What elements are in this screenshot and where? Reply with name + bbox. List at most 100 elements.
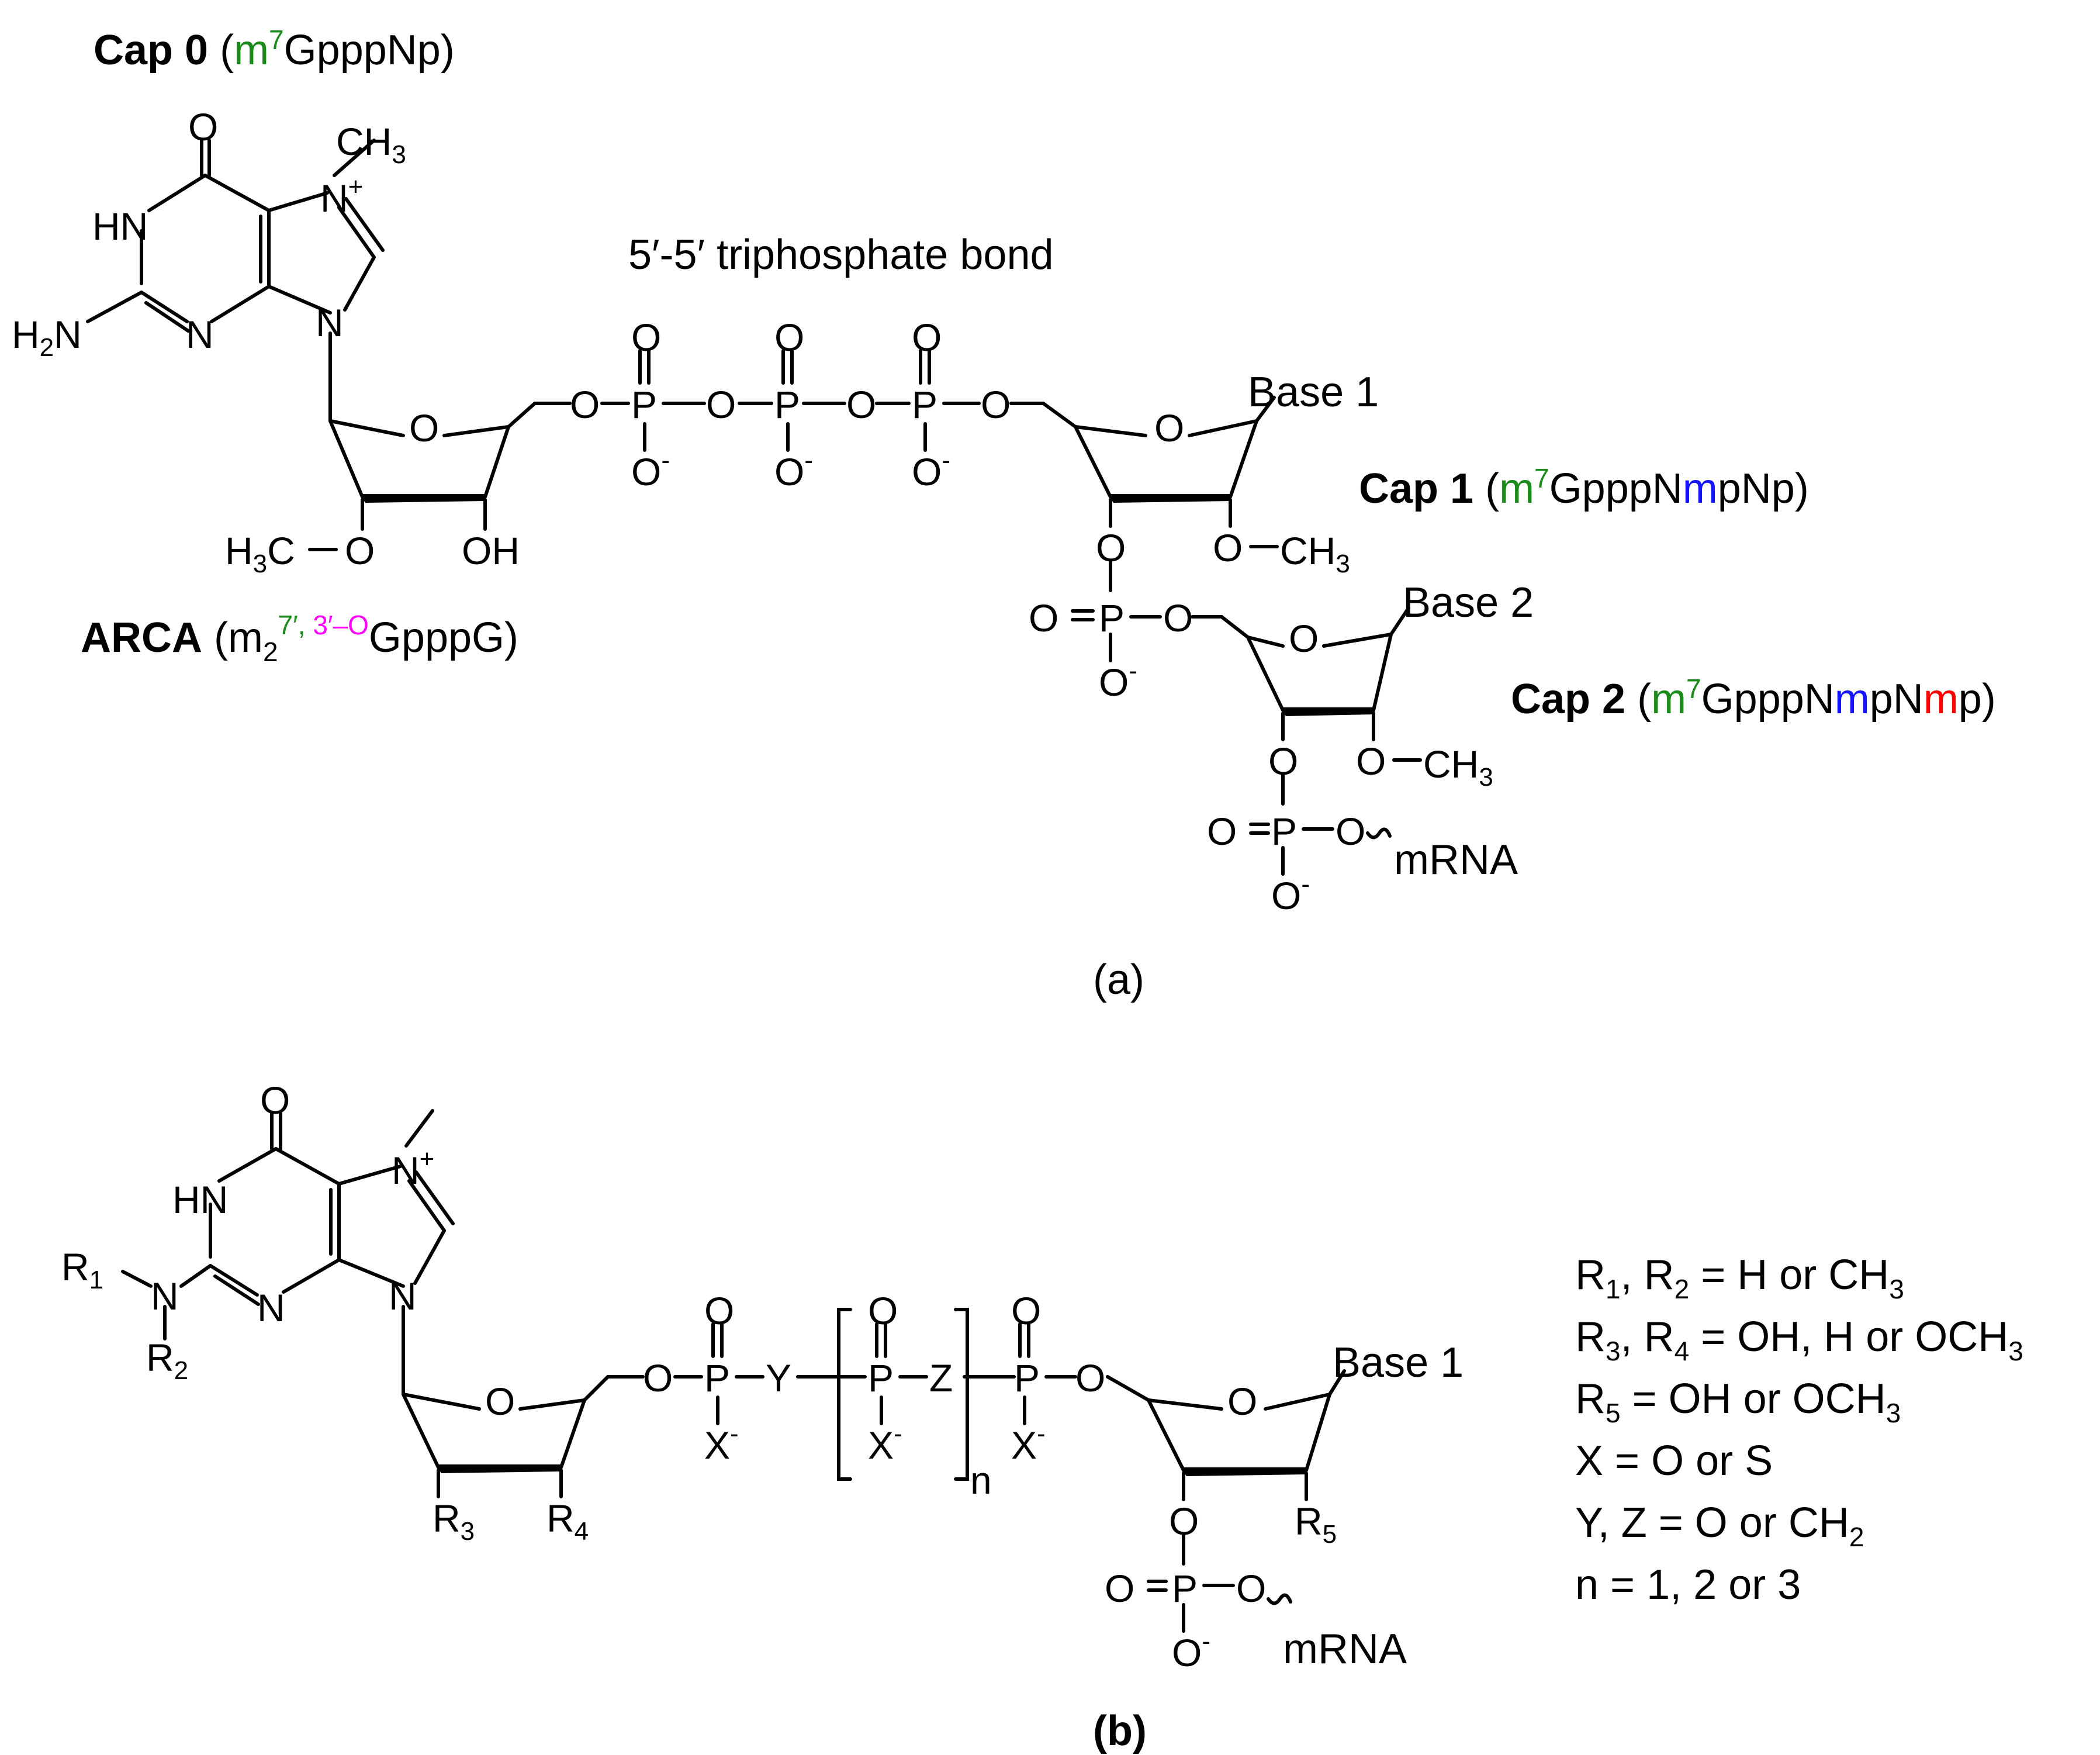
ribose-1-bonds bbox=[328, 402, 572, 531]
n7-methyl: CH3 bbox=[336, 120, 406, 169]
b-oxo-3: O bbox=[1011, 1289, 1041, 1332]
phosphodiester-2-bonds bbox=[1249, 823, 1392, 876]
guanine-analog-bonds bbox=[121, 1109, 455, 1396]
phosphorus-b-alpha: P bbox=[704, 1356, 730, 1400]
ribose-b1-bonds bbox=[402, 1375, 645, 1498]
ribose-3-3o: O bbox=[1268, 740, 1298, 783]
guanine-n7: N+ bbox=[320, 172, 363, 220]
ribose-b2-3o: O bbox=[1169, 1500, 1199, 1543]
phosphodiester-2-ominus: O- bbox=[1271, 870, 1310, 917]
guanine-amino: H2N bbox=[12, 313, 82, 362]
guanine-carbonyl-o: O bbox=[188, 105, 218, 148]
phosphate-oxo-2: O bbox=[774, 316, 804, 359]
ribose-2-2o: O bbox=[1213, 526, 1243, 569]
legend-line: R3, R4 = OH, H or OCH3 bbox=[1575, 1314, 2023, 1366]
panel-b: O HN N N N+ N R1 R2 O R3 R4 bbox=[61, 1079, 2023, 1754]
phosphate-ominus-1: O- bbox=[631, 446, 670, 493]
cap1-2o-methyl: CH3 bbox=[1280, 529, 1350, 578]
panel-a: Cap 0 (m7GpppNp) O HN H2N N N bbox=[12, 25, 1996, 1003]
triphosphate-bond-label: 5′-5′ triphosphate bond bbox=[628, 232, 1054, 278]
cap2-label: Cap 2 (m7GpppNmpNmp) bbox=[1511, 673, 1996, 723]
phosphate-o-bridge-1: O bbox=[570, 383, 600, 426]
r3-substituent: R3 bbox=[433, 1497, 475, 1546]
guanine-n1h: HN bbox=[92, 205, 148, 248]
guanine-analog-n3: N bbox=[257, 1286, 285, 1329]
x-minus-2: X- bbox=[868, 1419, 902, 1467]
phosphorus-beta: P bbox=[774, 383, 800, 426]
guanine-analog-n7: N+ bbox=[392, 1145, 434, 1192]
triphosphate-bonds bbox=[600, 349, 1045, 452]
guanine-analog-n1h: HN bbox=[172, 1178, 228, 1221]
r1-substituent: R1 bbox=[61, 1245, 103, 1294]
phosphodiester-b-o: O bbox=[1236, 1567, 1266, 1610]
caption-b: (b) bbox=[1093, 1708, 1147, 1754]
cap2-2o-methyl: CH3 bbox=[1423, 742, 1493, 792]
phosphorus-alpha: P bbox=[631, 383, 657, 426]
legend-line: Y, Z = O or CH2 bbox=[1575, 1500, 1864, 1552]
phosphate-oxo-3: O bbox=[912, 316, 942, 359]
caption-a: (a) bbox=[1093, 956, 1144, 1003]
phosphodiester-1-ominus: O- bbox=[1099, 657, 1137, 704]
phosphorus-b-repeat: P bbox=[868, 1356, 894, 1400]
ribose-3-bonds bbox=[1246, 606, 1422, 806]
ribose-2-ring-o: O bbox=[1154, 406, 1184, 450]
phosphorus-b-gamma: P bbox=[1014, 1356, 1040, 1400]
phosphate-oxo-1: O bbox=[631, 316, 661, 359]
polyphosphate-bonds bbox=[673, 1308, 1077, 1481]
bridge-o-2: O bbox=[1075, 1356, 1105, 1400]
phosphodiester-b-ominus: O- bbox=[1172, 1627, 1210, 1674]
ribose-b2-bonds bbox=[1106, 1369, 1346, 1566]
phosphate-o-bridge-2: O bbox=[706, 383, 736, 426]
ribose-1-2oh: OH bbox=[462, 529, 520, 572]
base-1-label: Base 1 bbox=[1248, 369, 1379, 416]
x-minus-3: X- bbox=[1011, 1419, 1046, 1467]
cap0-label: Cap 0 (m7GpppNp) bbox=[94, 25, 455, 74]
phosphodiester-1-oxo: O bbox=[1029, 596, 1058, 640]
ribose-2-3o: O bbox=[1096, 526, 1126, 569]
guanine-n9: N bbox=[316, 301, 344, 344]
ribose-1-ring-o: O bbox=[409, 406, 439, 450]
legend-line: R1, R2 = H or CH3 bbox=[1575, 1252, 1904, 1304]
ribose-3-2o: O bbox=[1356, 740, 1386, 783]
legend-line: n = 1, 2 or 3 bbox=[1575, 1561, 1801, 1608]
r2-substituent: R2 bbox=[146, 1336, 188, 1385]
arca-label: ARCA (m27′, 3′–OGpppG) bbox=[81, 610, 518, 667]
mrna-label-b: mRNA bbox=[1283, 1626, 1407, 1673]
bridge-o: O bbox=[643, 1356, 673, 1400]
phosphodiester-1-bonds bbox=[1071, 609, 1250, 662]
r4-substituent: R4 bbox=[546, 1497, 589, 1546]
phosphate-ominus-2: O- bbox=[774, 446, 813, 493]
phosphate-ominus-3: O- bbox=[912, 446, 950, 493]
ribose-1-3o: O bbox=[345, 529, 375, 572]
repeat-n: n bbox=[970, 1459, 992, 1502]
base-1-label-b: Base 1 bbox=[1333, 1339, 1464, 1386]
bridge-z: Z bbox=[929, 1356, 953, 1400]
x-minus-1: X- bbox=[704, 1419, 739, 1467]
guanine-n3: N bbox=[186, 313, 214, 356]
base-2-label: Base 2 bbox=[1403, 579, 1534, 626]
guanine-analog-carbonyl-o: O bbox=[260, 1079, 290, 1122]
phosphodiester-1-o: O bbox=[1163, 596, 1193, 640]
phosphodiester-b-oxo: O bbox=[1105, 1567, 1134, 1610]
cap1-label: Cap 1 (m7GpppNmpNp) bbox=[1359, 463, 1809, 512]
phosphorus-b: P bbox=[1172, 1567, 1198, 1610]
legend-line: X = O or S bbox=[1575, 1438, 1773, 1484]
r5-substituent: R5 bbox=[1295, 1500, 1337, 1549]
m7g-guanine-bonds bbox=[86, 139, 385, 423]
ribose-3-ring-o: O bbox=[1289, 617, 1319, 660]
ribose-2-bonds bbox=[1042, 396, 1279, 592]
phosphodiester-2-o: O bbox=[1336, 810, 1365, 853]
ribose-b2-ring-o: O bbox=[1227, 1380, 1257, 1423]
bridge-y: Y bbox=[766, 1356, 791, 1400]
legend-line: R5 = OH or OCH3 bbox=[1575, 1376, 1901, 1428]
mrna-label-a: mRNA bbox=[1394, 837, 1518, 883]
b-oxo-2: O bbox=[868, 1289, 898, 1332]
n2-nitrogen: N bbox=[151, 1274, 179, 1318]
phosphorus-gamma: P bbox=[912, 383, 937, 426]
guanine-analog-n9: N bbox=[389, 1274, 417, 1318]
phosphate-o-bridge-3: O bbox=[846, 383, 876, 426]
phosphorus-1: P bbox=[1099, 596, 1125, 640]
phosphodiester-2-oxo: O bbox=[1207, 810, 1237, 853]
